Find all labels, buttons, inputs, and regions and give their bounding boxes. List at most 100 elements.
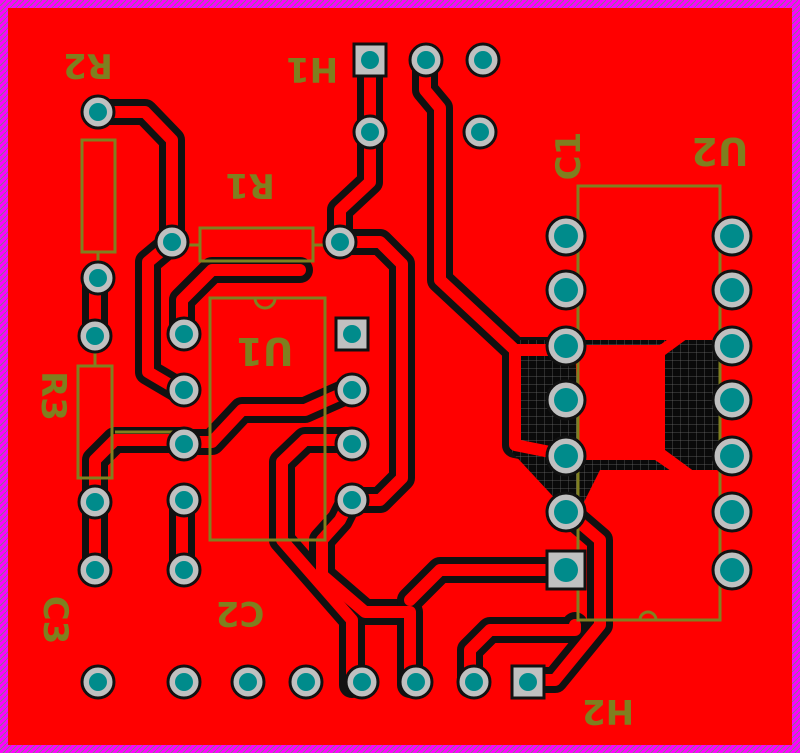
u1-pad-8-hole bbox=[175, 325, 193, 343]
h2-pad-4-hole bbox=[297, 673, 315, 691]
u2-pad-8-hole bbox=[720, 224, 744, 248]
u2-pad-5 bbox=[545, 325, 587, 367]
h2-pad-6 bbox=[398, 664, 434, 700]
u2-pad-4-hole bbox=[554, 388, 578, 412]
h1-pad-5-hole bbox=[471, 123, 489, 141]
label-r2: R2 bbox=[63, 45, 113, 85]
r2-pad-2-hole bbox=[89, 269, 107, 287]
h2-pad-3-hole bbox=[239, 673, 257, 691]
h2-pad-8 bbox=[510, 664, 546, 700]
u2-pad-6-hole bbox=[554, 278, 578, 302]
h1-pad-4-hole bbox=[361, 123, 379, 141]
r1-pad-1-hole bbox=[163, 233, 181, 251]
h1-pad-2 bbox=[408, 42, 444, 78]
u2-pad-3-hole bbox=[554, 444, 578, 468]
u1-pad-1 bbox=[334, 316, 370, 352]
h1-pad-3-hole bbox=[474, 51, 492, 69]
u1-pad-6 bbox=[166, 426, 202, 462]
u2-pad-4 bbox=[545, 379, 587, 421]
copper-polygon-u2 bbox=[575, 290, 740, 515]
label-c3: C3 bbox=[35, 596, 75, 645]
c2-pad-1 bbox=[166, 552, 202, 588]
c3-pad-1-hole bbox=[86, 561, 104, 579]
h2-pad-1 bbox=[80, 664, 116, 700]
r1-pad-2 bbox=[322, 224, 358, 260]
r3-pad-2-hole bbox=[86, 493, 104, 511]
h2-pad-3 bbox=[230, 664, 266, 700]
u1-pad-3-hole bbox=[343, 435, 361, 453]
h1-pad-5 bbox=[462, 114, 498, 150]
r3-pad-2 bbox=[77, 484, 113, 520]
u1-pin7-trace bbox=[176, 384, 356, 448]
u2-pad-9-hole bbox=[720, 278, 744, 302]
h2-pad-8-hole bbox=[519, 673, 537, 691]
u1-pad-8 bbox=[166, 316, 202, 352]
r3-pad-1-hole bbox=[86, 327, 104, 345]
u1-pad-2-hole bbox=[343, 381, 361, 399]
u2-pad-2-hole bbox=[554, 500, 578, 524]
u1-r1-trace bbox=[332, 236, 408, 506]
u1-pad-4-hole bbox=[343, 491, 361, 509]
u2-pad-11 bbox=[711, 379, 753, 421]
u1-pin8-trace bbox=[316, 494, 416, 691]
u2-pad-8 bbox=[711, 215, 753, 257]
u2-pad-13-hole bbox=[720, 500, 744, 524]
u2-pad-13 bbox=[711, 491, 753, 533]
h2-pad-2 bbox=[166, 664, 202, 700]
u1-pad-7-hole bbox=[175, 381, 193, 399]
r1-pad-1 bbox=[154, 224, 190, 260]
label-c2: C2 bbox=[216, 593, 265, 633]
u2-pad-14 bbox=[711, 549, 753, 591]
h2-pad-5-hole bbox=[353, 673, 371, 691]
h2-pad-1-hole bbox=[89, 673, 107, 691]
u1-pad-3 bbox=[334, 426, 370, 462]
u2-pad-12 bbox=[711, 435, 753, 477]
u2-pad-5-hole bbox=[554, 334, 578, 358]
u1-pad-7 bbox=[166, 372, 202, 408]
r1-pad-2-hole bbox=[331, 233, 349, 251]
u2-pad-7 bbox=[545, 215, 587, 257]
r2-pad-1 bbox=[80, 94, 116, 130]
label-u1: U1 bbox=[236, 329, 293, 373]
h2-pad-4 bbox=[288, 664, 324, 700]
h1-pad-2-hole bbox=[417, 51, 435, 69]
label-h1: H1 bbox=[286, 49, 338, 89]
h2-pad-6-hole bbox=[407, 673, 425, 691]
u2-pad-2 bbox=[545, 491, 587, 533]
h1-pad-1 bbox=[352, 42, 388, 78]
silkscreen-text: R2 R1 R3 U1 U2 C1 C2 C3 H1 H2 bbox=[33, 45, 749, 731]
pad-layer bbox=[77, 42, 753, 700]
label-u2: U2 bbox=[691, 129, 748, 173]
u2-notch bbox=[638, 610, 658, 621]
u1-pad-6-hole bbox=[175, 435, 193, 453]
c3-pad-1 bbox=[77, 552, 113, 588]
u2-pin7-trace bbox=[404, 564, 571, 606]
u2-pad-10 bbox=[711, 325, 753, 367]
u1-pin6-trace bbox=[276, 434, 358, 691]
u1-pad-4 bbox=[334, 482, 370, 518]
u2-pad-7-hole bbox=[554, 224, 578, 248]
u2-pad-14-hole bbox=[720, 558, 744, 582]
h2-pad-5 bbox=[344, 664, 380, 700]
c2-pad-1-hole bbox=[175, 561, 193, 579]
h1-pad-1-hole bbox=[361, 51, 379, 69]
label-c1: C1 bbox=[549, 132, 589, 181]
label-r3: R3 bbox=[33, 371, 73, 421]
u1-pad-1-hole bbox=[343, 325, 361, 343]
u2-pad-12-hole bbox=[720, 444, 744, 468]
r3-trace bbox=[89, 434, 188, 506]
h1-pad-4 bbox=[352, 114, 388, 150]
label-r1: R1 bbox=[225, 165, 275, 205]
h2-pad-2-hole bbox=[175, 673, 193, 691]
h2-pin3-trace bbox=[464, 619, 581, 691]
r2-pad-2 bbox=[80, 260, 116, 296]
u2-h2-trace bbox=[524, 504, 606, 686]
u1-pad-5 bbox=[166, 482, 202, 518]
h2-pad-7-hole bbox=[465, 673, 483, 691]
gnd-u2-left-trace bbox=[509, 344, 571, 461]
u2-pad-10-hole bbox=[720, 334, 744, 358]
r2-pad-1-hole bbox=[89, 103, 107, 121]
u1-body-outline bbox=[208, 296, 327, 542]
r3-pad-1 bbox=[77, 318, 113, 354]
